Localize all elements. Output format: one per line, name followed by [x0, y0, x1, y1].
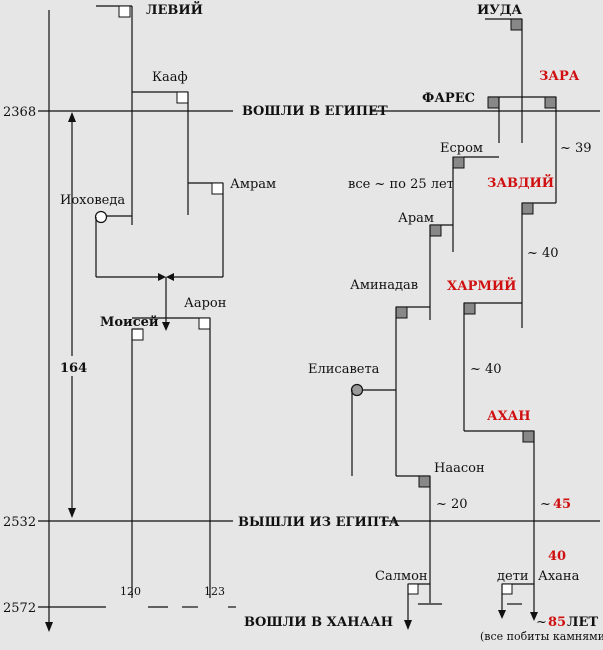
fares-marker [487, 96, 500, 109]
amram-marker [211, 182, 224, 195]
aaron-label: Аарон [184, 296, 226, 311]
kaaf-label: Кааф [152, 70, 188, 85]
aaron-age: 123 [204, 585, 225, 598]
leviy-marker [118, 5, 131, 18]
gap-40-a: ~ 40 [527, 246, 559, 261]
time-axis-arrowhead [45, 622, 53, 632]
aaron-marker [198, 317, 211, 330]
deti-arrow [498, 610, 506, 619]
elisaveta-label: Елисавета [308, 362, 380, 377]
fares-label: ФАРЕС [422, 91, 475, 106]
all-25-years-note: все ~ по 25 лет [348, 177, 454, 192]
iuda-marker [510, 18, 523, 31]
event-enter-egypt: ВОШЛИ В ЕГИПЕТ [242, 104, 388, 119]
zavdiy-label: ЗАВДИЙ [487, 174, 554, 191]
ahana-label: Ахана [538, 569, 580, 584]
amram-label: Амрам [230, 177, 276, 192]
gap-45-value: 45 [553, 497, 571, 512]
elisaveta-marker [350, 383, 364, 397]
kaaf-marker [176, 91, 189, 104]
year-2572: 2572 [3, 601, 36, 616]
zara-marker [544, 96, 557, 109]
iohoveda-marker [94, 210, 108, 224]
esrom-label: Есром [440, 141, 483, 156]
moisey-age: 120 [120, 585, 141, 598]
moisey-label: Моисей [100, 315, 159, 330]
ahan-label: АХАН [487, 409, 531, 424]
iuda-label: ИУДА [477, 3, 522, 18]
gap-40-b: ~ 40 [470, 362, 502, 377]
gap-39: ~ 39 [560, 141, 592, 156]
deti-label: дети [497, 569, 529, 584]
span-arrow-up [68, 112, 76, 122]
zavdiy-marker [521, 202, 534, 215]
aminadav-marker [395, 306, 408, 319]
gap-85-prefix: ~ [536, 615, 547, 630]
gap-85-suffix: ЛЕТ [567, 615, 598, 630]
zara-label: ЗАРА [539, 69, 580, 84]
salmon-label: Салмон [375, 569, 428, 584]
deti-marker [501, 583, 513, 595]
event-exit-egypt: ВЫШЛИ ИЗ ЕГИПТА [238, 515, 400, 530]
gap-45-prefix: ~ [540, 497, 551, 512]
children-arrow [162, 322, 170, 331]
naason-marker [418, 475, 431, 488]
esrom-marker [452, 156, 465, 169]
marriage-arrow-left [158, 273, 166, 281]
stoned-note: (все побиты камнями) [480, 630, 603, 643]
year-2532: 2532 [3, 515, 36, 530]
num-40-value: 40 [548, 549, 566, 564]
iohoveda-label: Иоховеда [60, 193, 125, 208]
aminadav-label: Аминадав [350, 278, 418, 293]
moisey-marker [131, 328, 144, 341]
ahan-marker [522, 430, 535, 443]
event-enter-canaan: ВОШЛИ В ХАНААН [244, 615, 393, 630]
span-arrow-down [68, 508, 76, 518]
harmiy-marker [463, 302, 476, 315]
harmiy-label: ХАРМИЙ [447, 277, 516, 294]
year-2368: 2368 [3, 105, 36, 120]
span-label-bg [58, 356, 88, 376]
naason-label: Наасон [434, 461, 485, 476]
gap-20: ~ 20 [436, 497, 468, 512]
salmon-marker [407, 583, 419, 595]
salmon-arrow [404, 620, 412, 630]
leviy-label: ЛЕВИЙ [146, 1, 203, 18]
span-164-label: 164 [60, 361, 87, 376]
ahan-arrow [530, 612, 538, 621]
marriage-arrow-right [166, 273, 174, 281]
aram-label: Арам [398, 211, 434, 226]
aram-marker [429, 224, 442, 237]
gap-85-value: 85 [548, 615, 566, 630]
